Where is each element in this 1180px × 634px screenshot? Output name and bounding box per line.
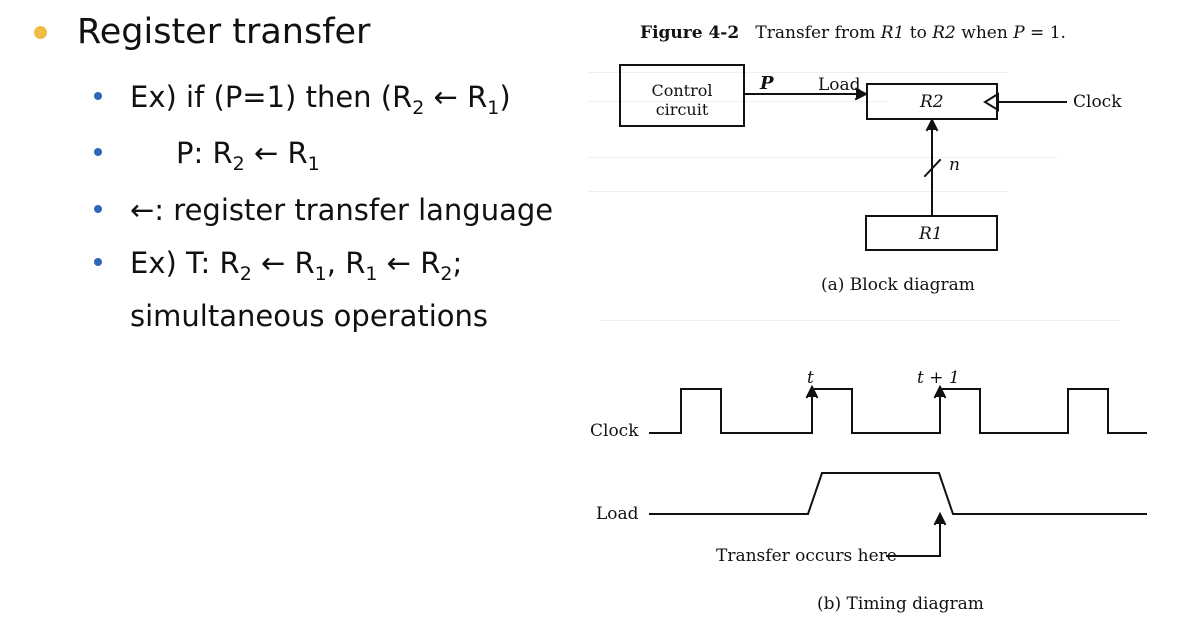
- transfer-occurs-label: Transfer occurs here: [716, 546, 897, 566]
- main-bullet-icon: [34, 25, 47, 39]
- bullet-text-2: P: R2 ← R1: [130, 136, 320, 173]
- timing-clock-label: Clock: [590, 421, 639, 441]
- background-scan-line: [588, 101, 888, 102]
- bus-width-label: n: [949, 155, 960, 175]
- bullet-1-text-b: ← R: [424, 80, 488, 114]
- clock-edge-t-arrowhead-icon: [805, 384, 819, 399]
- bullet-4-text-d: ← R: [377, 246, 441, 280]
- figure-title-r2: R2: [932, 23, 956, 43]
- bullet-4-text-b: ← R: [251, 246, 315, 280]
- bullet-item-4-continuation: simultaneous operations: [130, 299, 489, 333]
- load-waveform: [649, 472, 1147, 515]
- bullet-1-subscript-a: 2: [412, 96, 425, 119]
- bullet-4-subscript-d: 2: [440, 262, 453, 285]
- bullet-4-text-c: , R: [326, 246, 366, 280]
- bullet-1-subscript-b: 1: [487, 96, 500, 119]
- bus-width-slash: [923, 158, 942, 178]
- r2-label: R2: [920, 92, 944, 112]
- timing-t-label: t: [807, 368, 814, 388]
- bus-arrowhead-icon: [925, 117, 939, 132]
- bullet-text-1: Ex) if (P=1) then (R2 ← R1): [130, 80, 511, 117]
- sub-bullet-icon: [94, 148, 102, 156]
- sub-bullet-icon: [94, 205, 102, 213]
- figure-title-value: = 1.: [1024, 23, 1066, 43]
- bullet-item-3: ←: register transfer language: [94, 193, 553, 227]
- bullet-2-subscript-b: 1: [307, 152, 320, 175]
- figure-title-when: when: [955, 23, 1014, 43]
- load-arrowhead-icon: [854, 87, 869, 101]
- bullet-1-text-c: ): [499, 80, 511, 114]
- bullet-4-subscript-c: 1: [365, 262, 378, 285]
- timing-load-label: Load: [596, 504, 639, 524]
- block-clock-label: Clock: [1073, 92, 1122, 112]
- bullet-2-subscript-a: 2: [232, 152, 245, 175]
- background-scan-line: [588, 157, 1058, 158]
- register-transfer-figure: Figure 4-2 Transfer from R1 to R2 when P…: [580, 0, 1180, 634]
- bullet-1-text-a: Ex) if (P=1) then (R: [130, 80, 413, 114]
- bullet-text-3: ←: register transfer language: [130, 193, 554, 227]
- control-circuit-line-2: circuit: [655, 100, 709, 119]
- bullet-2-text-a: P: R: [176, 136, 233, 170]
- clock-waveform: [649, 388, 1147, 434]
- control-circuit-box: [619, 64, 745, 127]
- control-circuit-line-1: Control: [651, 81, 713, 100]
- p-signal-label: P: [760, 73, 774, 94]
- figure-title-p: P: [1013, 23, 1025, 43]
- bullet-text-4: Ex) T: R2 ← R1, R1 ← R2;: [130, 246, 463, 283]
- background-scan-line: [588, 191, 1008, 192]
- bullet-item-4: Ex) T: R2 ← R1, R1 ← R2;: [94, 246, 463, 283]
- slide-text-panel: Register transfer Ex) if (P=1) then (R2 …: [0, 0, 580, 634]
- background-scan-line: [600, 320, 1120, 321]
- bullet-2-text-b: ← R: [244, 136, 308, 170]
- transfer-arrowhead-icon: [933, 511, 947, 526]
- control-circuit-label: Control circuit: [620, 81, 744, 119]
- bullet-4-text-a: Ex) T: R: [130, 246, 240, 280]
- figure-title-r1: R1: [880, 23, 905, 43]
- slide-heading: Register transfer: [77, 12, 371, 52]
- bullet-item-1: Ex) if (P=1) then (R2 ← R1): [94, 80, 511, 117]
- background-scan-line: [588, 72, 1008, 73]
- timing-t-plus-1-label: t + 1: [917, 368, 960, 388]
- load-signal-label: Load: [818, 75, 861, 95]
- r1-label: R1: [919, 224, 943, 244]
- bullet-4-subscript-a: 2: [239, 262, 252, 285]
- sub-bullet-icon: [94, 92, 102, 100]
- clock-edge-t-plus-arrowhead-icon: [933, 384, 947, 399]
- figure-title-prefix: Transfer from: [755, 23, 881, 43]
- bullet-4-subscript-b: 1: [314, 262, 327, 285]
- clock-triangle-icon: [983, 92, 999, 112]
- sub-bullet-icon: [94, 258, 102, 266]
- figure-number: Figure 4-2: [640, 23, 740, 43]
- bullet-item-2: P: R2 ← R1: [94, 136, 320, 173]
- figure-title: Figure 4-2 Transfer from R1 to R2 when P…: [640, 23, 1066, 43]
- figure-drawing: [619, 64, 1147, 557]
- main-bullet-row: Register transfer: [34, 12, 370, 52]
- block-diagram-caption: (a) Block diagram: [821, 275, 975, 295]
- timing-diagram-caption: (b) Timing diagram: [817, 594, 984, 614]
- bullet-4-text-e: ;: [452, 246, 463, 280]
- figure-title-middle: to: [904, 23, 933, 43]
